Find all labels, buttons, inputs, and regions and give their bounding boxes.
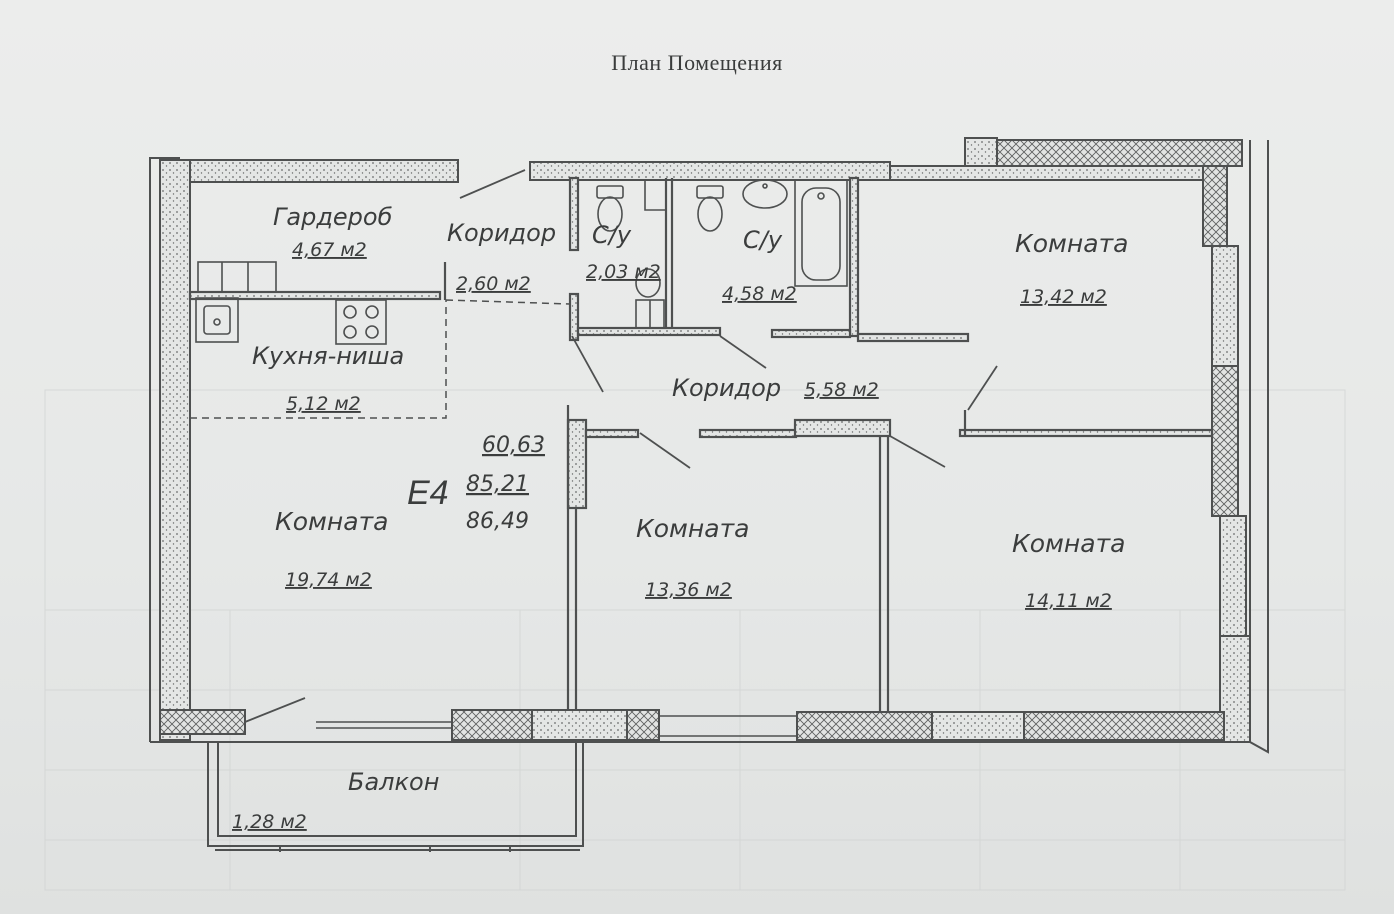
bath-large-fixtures — [696, 179, 848, 287]
toilet-bowl-1 — [597, 196, 623, 232]
room-area-balcony: 1,28 м2 — [232, 811, 307, 833]
wall-bottom-6 — [931, 711, 1025, 741]
wall-room-ne-bottom-right — [958, 428, 1214, 438]
wall-partition-top — [793, 418, 892, 438]
room-area-garderob: 4,67 м2 — [292, 239, 367, 261]
room-labels: Гардероб 4,67 м2 Коридор 2,60 м2 С/у 2,0… — [232, 203, 1128, 833]
room-name-room-e: Комната — [1012, 529, 1125, 558]
wall-top-left — [189, 159, 459, 183]
wall-right-3 — [1211, 365, 1239, 517]
apartment-area-1: 60,63 — [482, 433, 545, 458]
room-area-bath-large: 4,58 м2 — [722, 283, 797, 305]
kitchen-niche-boundary — [190, 299, 571, 419]
stove — [335, 299, 387, 345]
room-name-corridor-2: Коридор — [672, 374, 781, 402]
room-area-room-w: 19,74 м2 — [285, 569, 372, 591]
shaft-small — [644, 180, 666, 211]
wall-bath-large-bottom — [770, 328, 852, 339]
toilet-tank-1 — [596, 185, 624, 199]
bathtub — [794, 179, 848, 287]
wall-bath-small-left — [568, 176, 580, 252]
background-grid — [44, 389, 1346, 891]
room-area-room-c: 13,36 м2 — [645, 579, 732, 601]
wall-central-top-2 — [698, 428, 798, 439]
kitchen-fixtures — [195, 261, 387, 345]
wall-wardrobe-bottom — [188, 290, 442, 301]
outer-contour — [149, 140, 1269, 754]
wall-right-2 — [1211, 245, 1239, 367]
wall-bottom-1 — [159, 709, 246, 735]
page-title: План Помещения — [611, 50, 783, 75]
wall-bath-small-left-2 — [568, 292, 580, 342]
wall-bottom-7 — [1023, 711, 1225, 741]
balcony — [207, 741, 584, 852]
wall-top-right — [996, 139, 1243, 167]
apartment-summary: Е4 60,63 85,21 86,49 — [407, 433, 545, 534]
wall-bath-large-right — [848, 176, 860, 338]
toilet-bowl-2 — [697, 196, 723, 232]
bath-small-fixtures — [596, 180, 666, 329]
kitchen-counter — [197, 261, 277, 293]
wall-central-left — [566, 418, 588, 510]
wall-bottom-4 — [626, 709, 660, 741]
apartment-code: Е4 — [407, 474, 449, 512]
window-bottom-left — [316, 715, 797, 737]
room-name-garderob: Гардероб — [273, 203, 393, 231]
room-area-room-e: 14,11 м2 — [1025, 590, 1112, 612]
door-swings — [244, 169, 998, 723]
room-name-room-w: Комната — [275, 507, 388, 536]
wall-top-middle — [529, 161, 891, 181]
room-name-corridor-1: Коридор — [447, 219, 556, 247]
room-area-room-ne: 13,42 м2 — [1020, 286, 1107, 308]
apartment-area-3: 86,49 — [466, 509, 529, 534]
room-name-bath-small: С/у — [592, 221, 632, 249]
apartment-area-2: 85,21 — [466, 472, 529, 497]
wall-central-top — [584, 428, 640, 439]
room-name-room-c: Комната — [636, 514, 749, 543]
room-name-balcony: Балкон — [348, 768, 439, 796]
wall-left — [159, 159, 191, 741]
room-area-corridor-2: 5,58 м2 — [804, 379, 879, 401]
wall-right-4 — [1219, 515, 1247, 637]
wall-bottom-3 — [531, 709, 628, 741]
wall-right-1 — [1202, 165, 1228, 247]
outer-walls — [159, 137, 1251, 743]
room-name-room-ne: Комната — [1015, 229, 1128, 258]
interior-walls — [188, 176, 1214, 712]
washbasin-large — [742, 179, 788, 209]
room-area-bath-small: 2,03 м2 — [586, 261, 661, 283]
room-area-kitchen: 5,12 м2 — [286, 393, 361, 415]
room-area-corridor-1: 2,60 м2 — [456, 273, 531, 295]
wall-room-ne-bottom — [856, 332, 970, 343]
wall-bottom-2 — [451, 709, 533, 741]
toilet-tank-2 — [696, 185, 724, 199]
room-name-bath-large: С/у — [743, 226, 783, 254]
wall-top-right-step — [964, 137, 998, 169]
wall-top-right-inner — [889, 165, 1221, 181]
sink — [195, 297, 239, 343]
wall-bottom-5 — [796, 711, 933, 741]
washbasin-small — [635, 268, 661, 298]
room-name-kitchen: Кухня-ниша — [252, 342, 404, 370]
wall-bath-small-bottom — [576, 326, 722, 337]
